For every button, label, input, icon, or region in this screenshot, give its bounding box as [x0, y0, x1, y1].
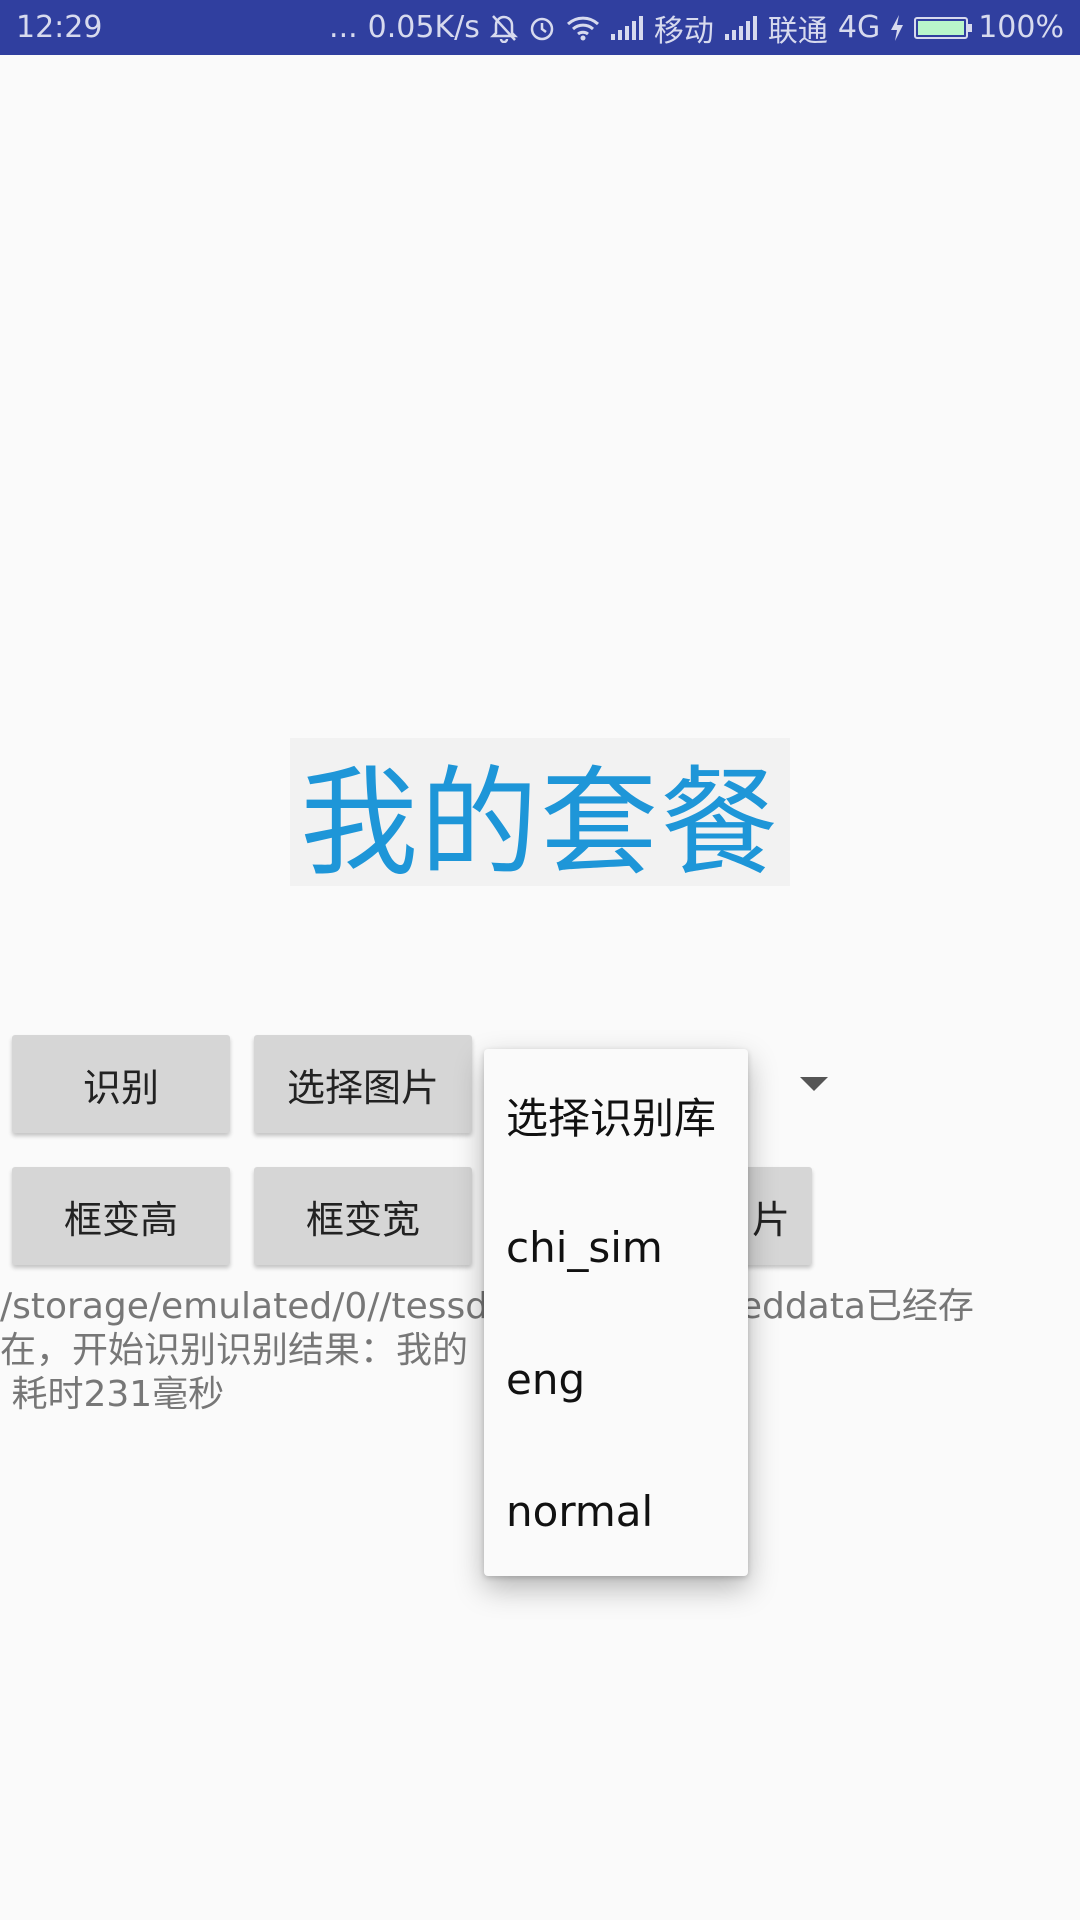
status-more-dots: ...	[329, 10, 358, 45]
battery-icon	[914, 16, 973, 39]
recognize-button[interactable]: 识别	[12, 1035, 230, 1133]
box-width-button[interactable]: 框变宽	[254, 1167, 472, 1265]
charging-bolt-icon	[890, 14, 904, 41]
carrier-1: 移动	[653, 13, 714, 49]
signal-icon-1	[610, 15, 644, 40]
status-speed: 0.05K/s	[367, 10, 480, 45]
signal-icon-2	[724, 15, 758, 40]
image-preview: 我的套餐	[290, 738, 790, 892]
status-bar: 12:29 ... 0.05K/s 移动 联通 4G 100%	[0, 0, 1080, 55]
preview-image-text: 我的套餐	[299, 753, 780, 892]
result-text: /storage/emulated/0//tessd neddata已经存在，开…	[0, 1286, 974, 1415]
mute-bell-icon	[489, 13, 518, 43]
dropdown-item-select-library[interactable]: 选择识别库	[506, 1093, 717, 1143]
library-dropdown-menu: 选择识别库 chi_sim eng normal	[484, 1049, 748, 1576]
dropdown-item-normal[interactable]: normal	[506, 1486, 654, 1536]
wifi-icon	[566, 15, 600, 41]
choose-image-button[interactable]: 选择图片	[254, 1035, 472, 1133]
box-height-button[interactable]: 框变高	[12, 1167, 230, 1265]
spinner-dropdown-arrow-icon[interactable]	[800, 1077, 828, 1091]
dropdown-item-chi-sim[interactable]: chi_sim	[506, 1222, 663, 1272]
carrier-2: 联通	[767, 13, 828, 49]
network-type: 4G	[837, 10, 881, 45]
status-time: 12:29	[16, 10, 103, 45]
alarm-icon	[528, 13, 556, 43]
status-icons: ... 0.05K/s 移动 联通 4G 100%	[329, 6, 1064, 50]
battery-percent: 100%	[978, 10, 1064, 45]
dropdown-item-eng[interactable]: eng	[506, 1354, 586, 1404]
